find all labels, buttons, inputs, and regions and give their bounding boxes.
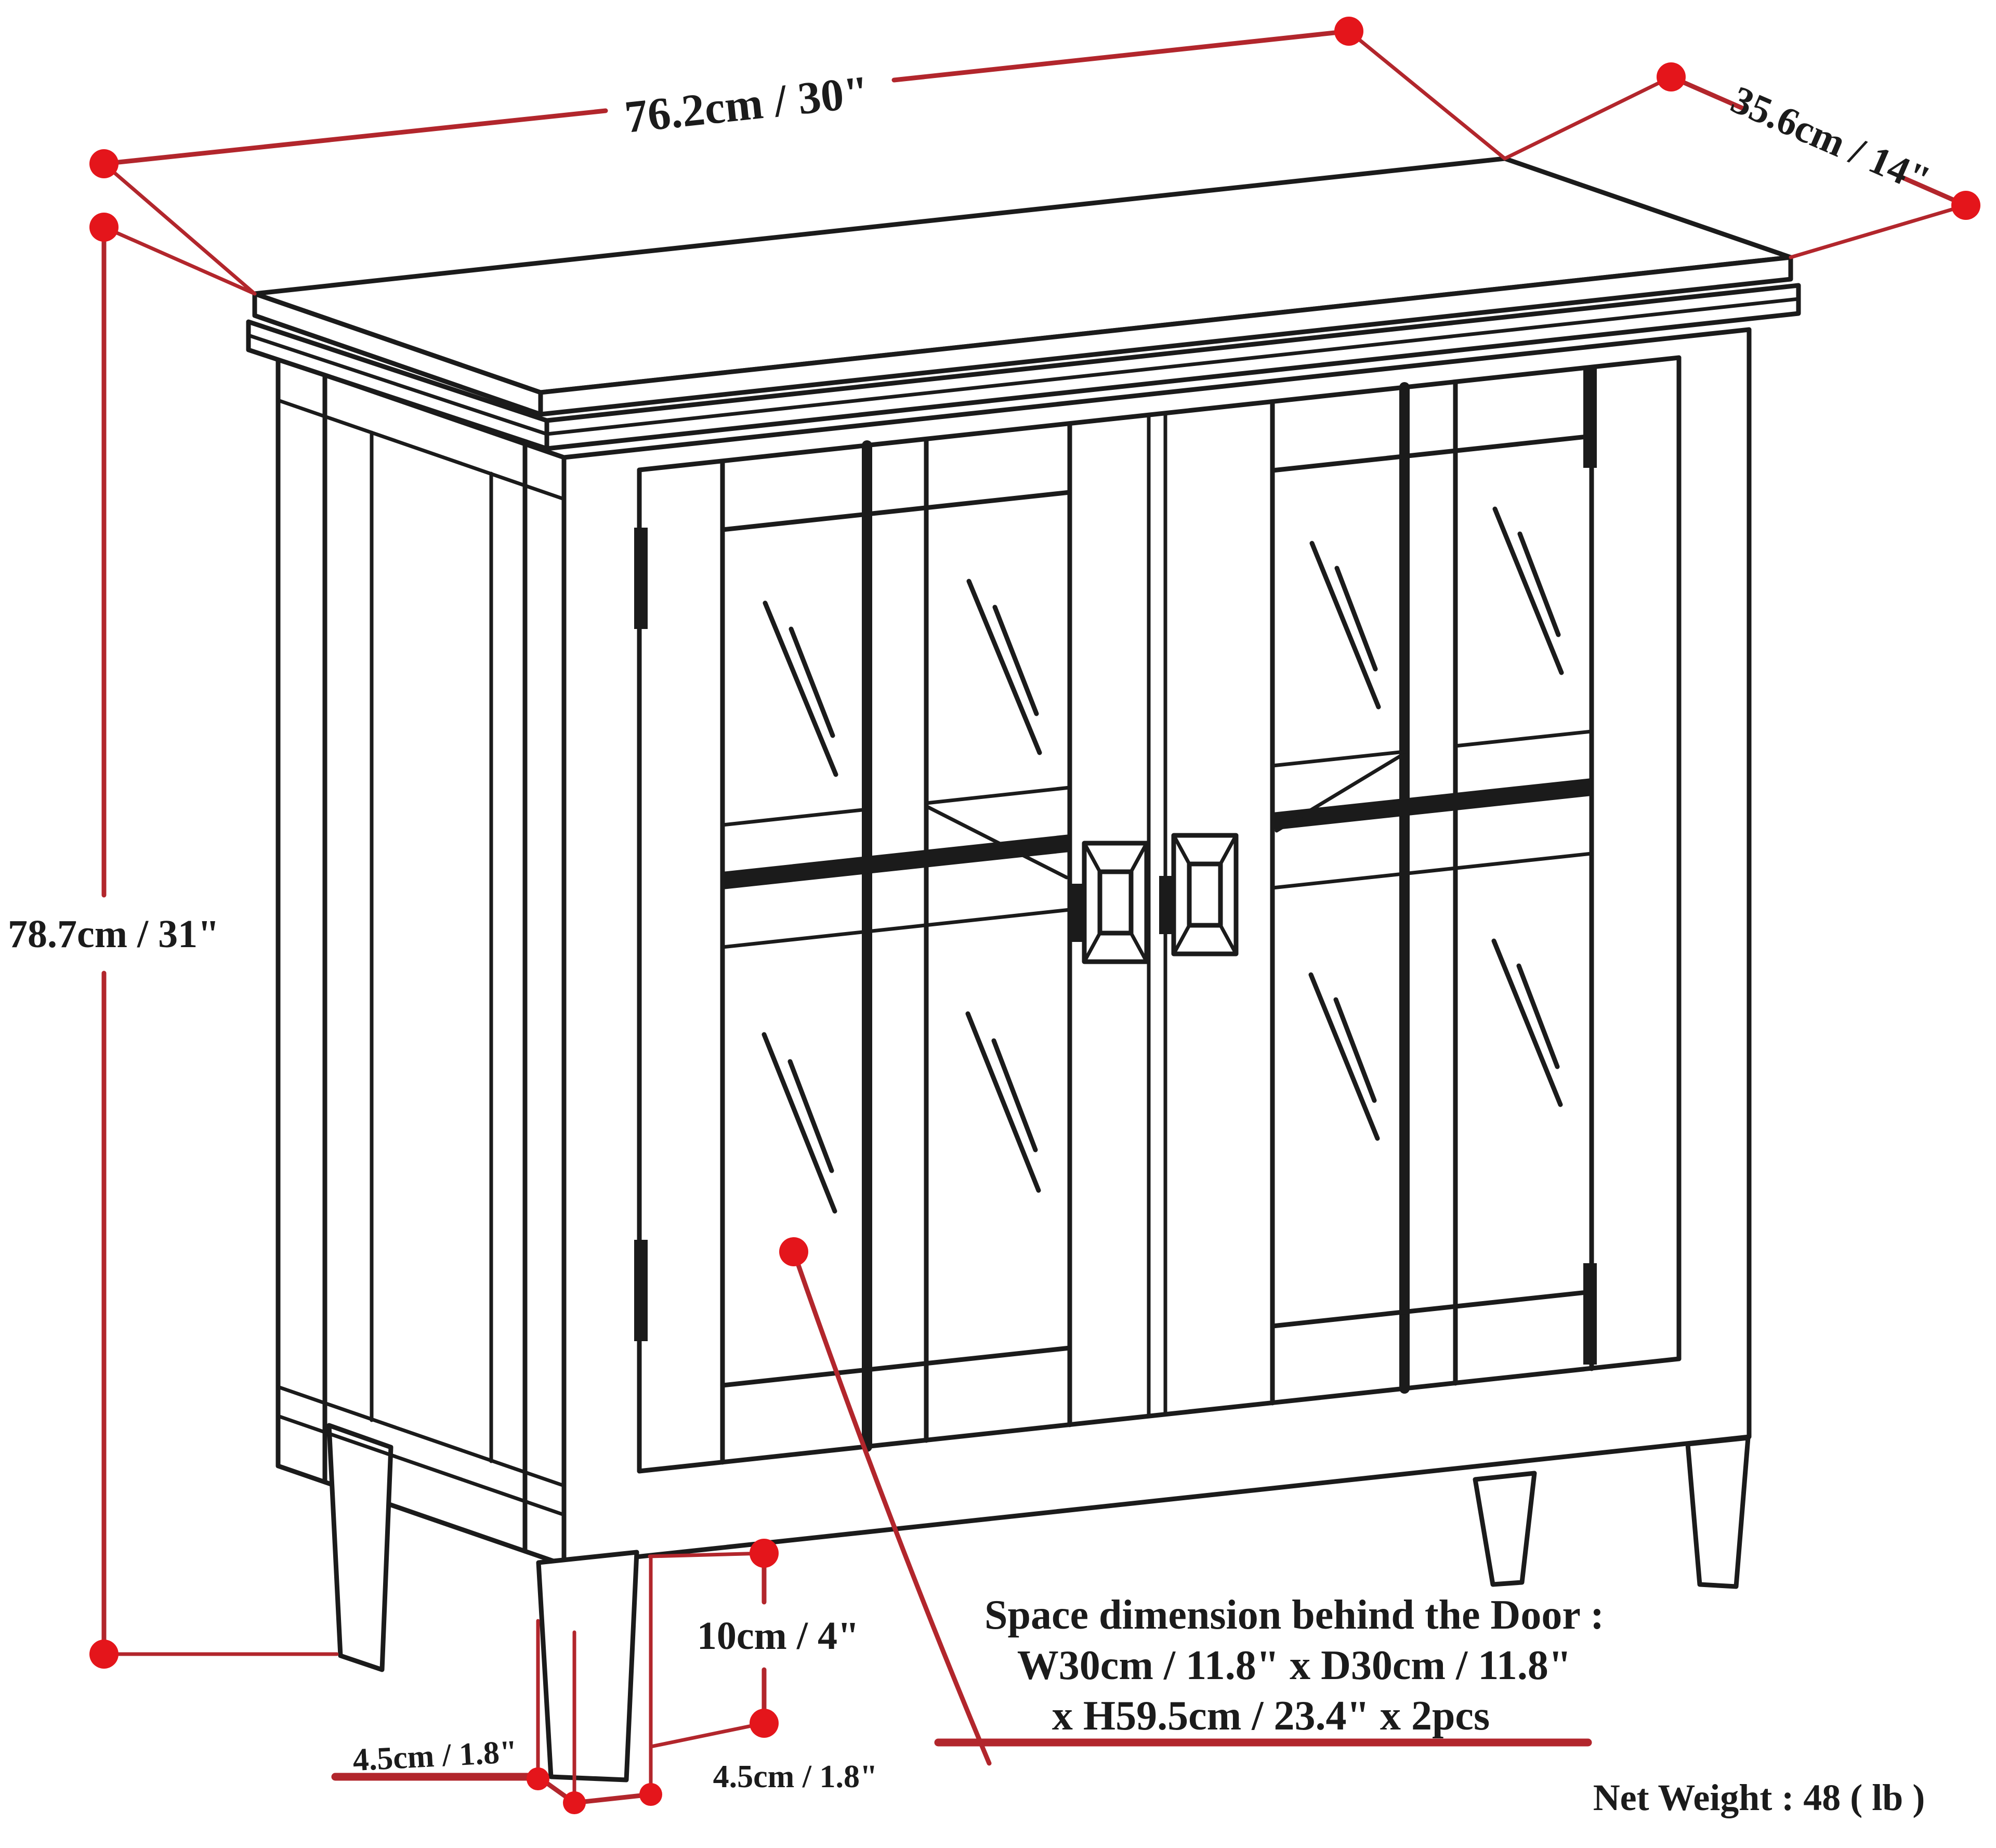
height-dimension bbox=[89, 213, 339, 1669]
cabinet-legs bbox=[326, 1423, 1751, 1783]
width-dimension bbox=[89, 17, 1507, 296]
dimension-dot bbox=[89, 1640, 119, 1669]
right-door bbox=[1270, 365, 1594, 1406]
right-door-handle bbox=[1159, 833, 1239, 956]
dimension-dot bbox=[527, 1767, 549, 1790]
door-handles bbox=[1070, 833, 1239, 964]
dimension-dot bbox=[750, 1709, 779, 1738]
hinge-bottom-left bbox=[634, 1240, 648, 1341]
height-dimension-label: 78.7cm / 31" bbox=[8, 912, 219, 956]
dimension-dot bbox=[1951, 191, 1980, 220]
leg-height-dimension bbox=[648, 1539, 779, 1749]
dimension-dot bbox=[1657, 62, 1686, 91]
leader-dot bbox=[779, 1237, 808, 1266]
hinge-top-left bbox=[634, 528, 648, 629]
front-right-leg bbox=[1685, 1435, 1751, 1589]
space-note-leader bbox=[779, 1237, 1592, 1766]
dimension-dot bbox=[89, 213, 119, 242]
depth-dimension-label: 35.6cm / 14" bbox=[1725, 77, 1936, 202]
glass-reflections bbox=[761, 506, 1564, 1214]
cabinet-drawing bbox=[246, 156, 1801, 1783]
dimension-annotations bbox=[89, 17, 1980, 1814]
cabinet-top bbox=[246, 156, 1801, 451]
dimension-dot bbox=[89, 149, 119, 178]
dimension-dot bbox=[1334, 17, 1363, 46]
leg-depth-dimension-label: 4.5cm / 1.8" bbox=[352, 1734, 518, 1778]
side-panel-frame bbox=[276, 372, 566, 1554]
door-hinges bbox=[634, 366, 1597, 1365]
leg-height-dimension-label: 10cm / 4" bbox=[697, 1614, 859, 1658]
left-door-mid-rail bbox=[723, 834, 1070, 889]
space-note-line3: x H59.5cm / 23.4" x 2pcs bbox=[1052, 1693, 1490, 1739]
depth-dimension bbox=[1503, 62, 1980, 259]
net-weight-label: Net Weight : 48 ( lb ) bbox=[1593, 1777, 1925, 1818]
interior-shelf-lines bbox=[720, 729, 1594, 880]
hinge-bottom-right bbox=[1583, 1263, 1597, 1365]
width-dimension-label: 76.2cm / 30" bbox=[622, 67, 871, 143]
dimension-dot bbox=[750, 1539, 779, 1568]
dimension-dot bbox=[563, 1791, 586, 1814]
back-left-leg bbox=[326, 1423, 393, 1672]
cabinet-front-face bbox=[561, 327, 1752, 1567]
space-note-line2: W30cm / 11.8" x D30cm / 11.8" bbox=[1017, 1643, 1572, 1688]
cabinet-left-side-panel bbox=[275, 356, 567, 1567]
space-note: Space dimension behind the Door : W30cm … bbox=[984, 1592, 1604, 1739]
front-left-leg bbox=[536, 1550, 639, 1783]
leg-width-dimension-label: 4.5cm / 1.8" bbox=[713, 1759, 878, 1794]
dimension-dot bbox=[639, 1783, 662, 1806]
space-note-line1: Space dimension behind the Door : bbox=[984, 1592, 1604, 1638]
left-door-handle bbox=[1070, 841, 1149, 964]
hinge-top-right bbox=[1583, 366, 1597, 468]
top-edge-left bbox=[252, 291, 543, 417]
leg-footprint-dimensions bbox=[331, 1555, 662, 1814]
right-door-mid-rail bbox=[1272, 778, 1592, 830]
back-right-leg bbox=[1473, 1471, 1537, 1587]
